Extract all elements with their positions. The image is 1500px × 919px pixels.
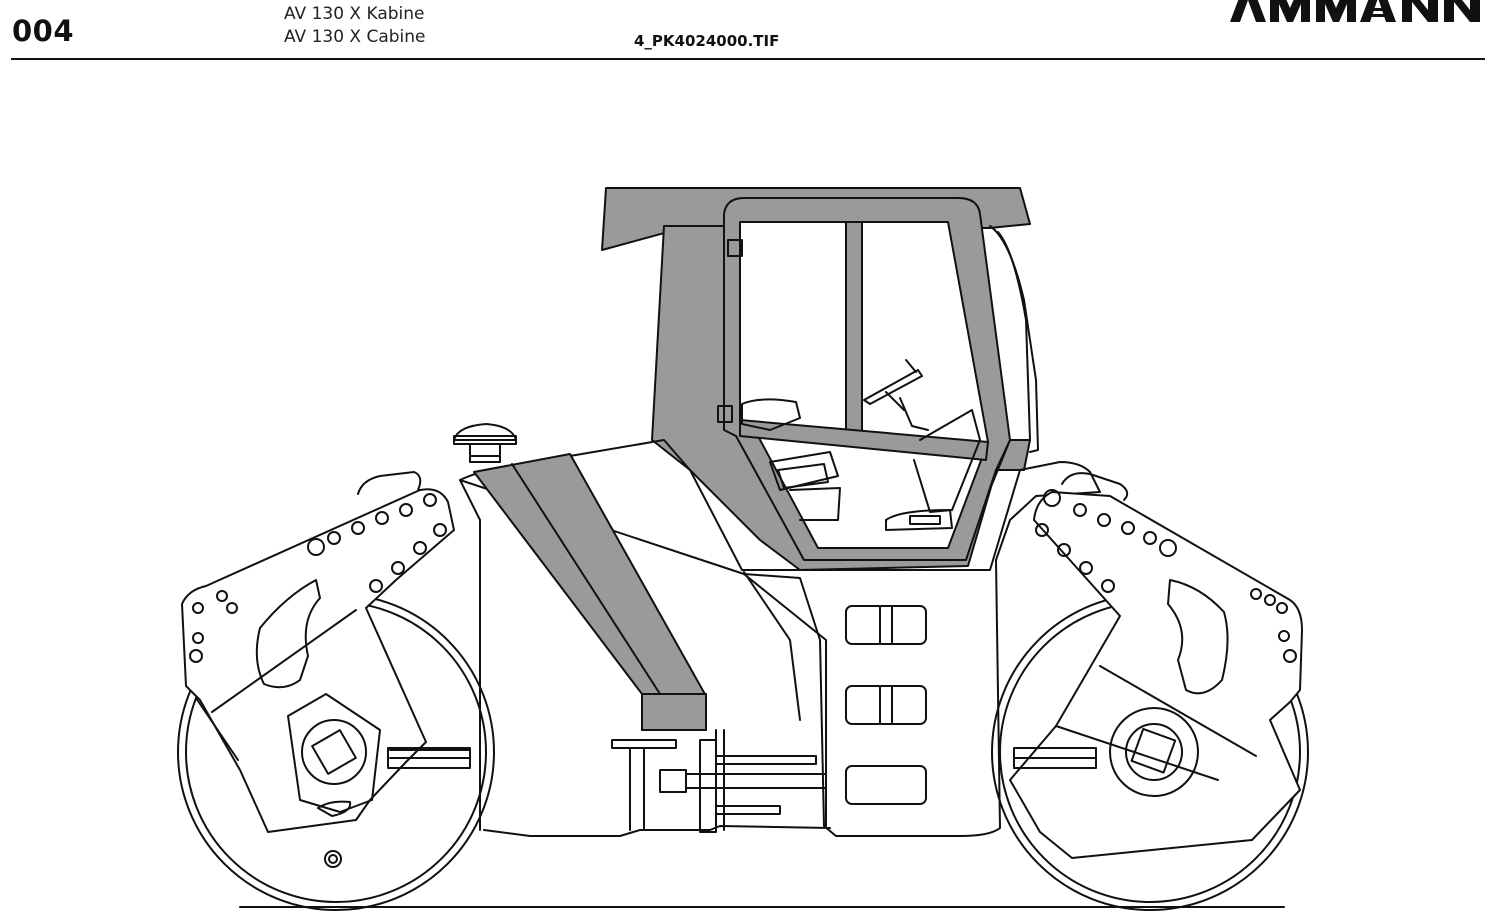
window-rail (739, 419, 989, 461)
operator-seat (741, 398, 801, 431)
steering-wheel (863, 369, 923, 405)
exhaust-cap (453, 423, 517, 441)
rear-frame-plate (1009, 491, 1303, 859)
file-name: 4_PK4024000.TIF (634, 32, 780, 50)
model-name-en: AV 130 X Cabine (284, 27, 426, 47)
header-rule (11, 58, 1485, 60)
hood-panel (473, 453, 707, 731)
side-vent (845, 605, 927, 645)
model-name-de: AV 130 X Kabine (284, 4, 425, 24)
ammann-logo (1230, 0, 1480, 22)
hydraulic-cylinder (659, 769, 687, 793)
window-mullion (845, 221, 863, 443)
page-number: 004 (12, 14, 75, 48)
front-frame-plate (181, 488, 455, 833)
